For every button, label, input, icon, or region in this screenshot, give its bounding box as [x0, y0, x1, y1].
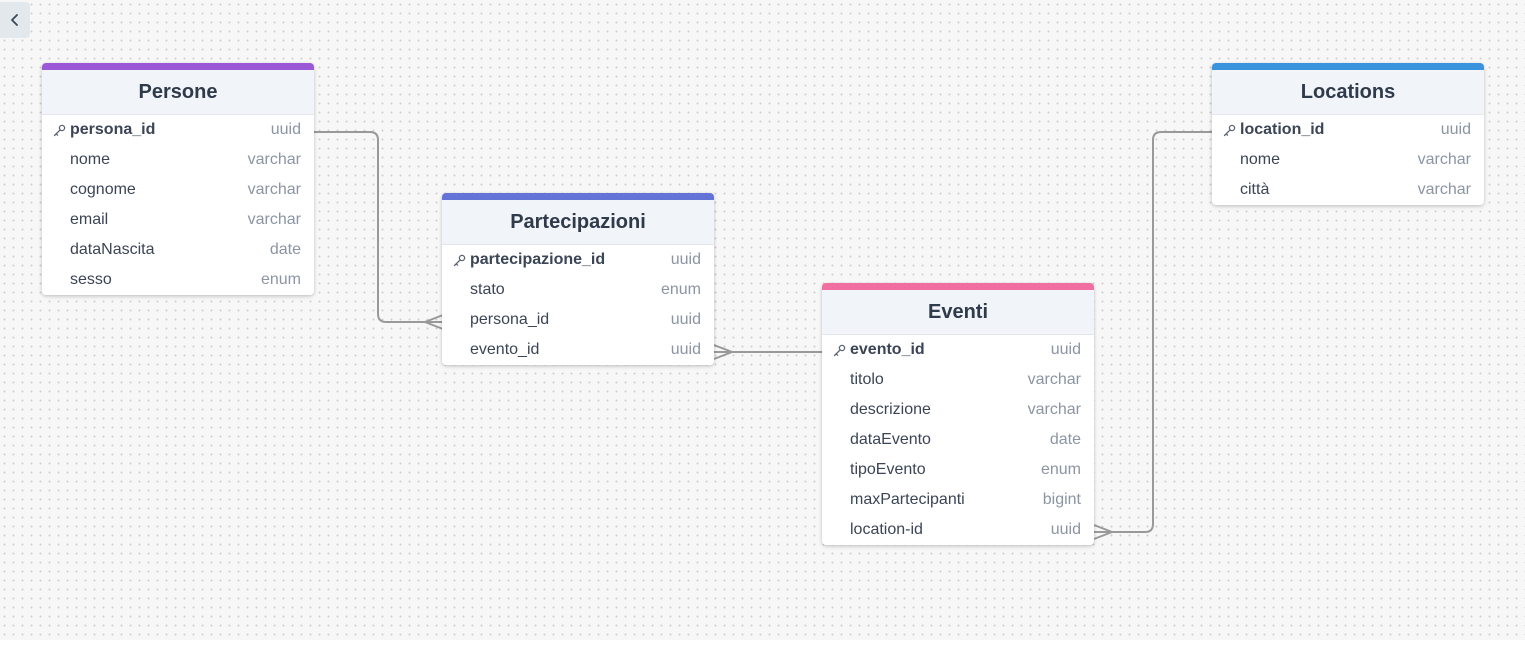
column-row[interactable]: nome varchar	[42, 145, 314, 175]
column-name: evento_id	[850, 341, 925, 358]
column-name: evento_id	[470, 341, 540, 358]
column-name: stato	[470, 281, 505, 298]
column-name: cognome	[70, 181, 136, 198]
column-type: enum	[660, 281, 701, 298]
relationship-persone-partecipazioni[interactable]	[314, 131, 443, 323]
column-row[interactable]: dataEvento date	[822, 425, 1094, 455]
column-name: maxPartecipanti	[850, 491, 965, 508]
column-row[interactable]: partecipazione_id uuid	[442, 245, 714, 275]
column-row[interactable]: cognome varchar	[42, 175, 314, 205]
column-name: location-id	[850, 521, 923, 538]
table-header[interactable]: Partecipazioni	[442, 193, 714, 245]
column-row[interactable]: descrizione varchar	[822, 395, 1094, 425]
column-type: enum	[1040, 461, 1081, 478]
column-row[interactable]: nome varchar	[1212, 145, 1484, 175]
column-type: bigint	[1042, 491, 1081, 508]
column-type: uuid	[670, 341, 701, 358]
column-type: varchar	[1417, 151, 1471, 168]
column-type: enum	[260, 271, 301, 288]
crowfoot-marker	[422, 314, 444, 330]
column-type: date	[269, 241, 301, 258]
table-header[interactable]: Persone	[42, 63, 314, 115]
column-row[interactable]: location-id uuid	[822, 515, 1094, 545]
column-type: varchar	[1027, 401, 1081, 418]
relationship-locations-eventi[interactable]	[1094, 131, 1213, 533]
column-name: dataEvento	[850, 431, 931, 448]
column-name: email	[70, 211, 109, 228]
column-type: uuid	[1440, 121, 1471, 138]
column-name: location_id	[1240, 121, 1325, 138]
column-type: date	[1049, 431, 1081, 448]
column-type: uuid	[270, 121, 301, 138]
column-name: nome	[1240, 151, 1281, 168]
column-name: persona_id	[470, 311, 550, 328]
collapse-sidebar-button[interactable]	[0, 2, 30, 38]
column-row[interactable]: evento_id uuid	[442, 335, 714, 365]
column-row[interactable]: dataNascita date	[42, 235, 314, 265]
column-row[interactable]: persona_id uuid	[42, 115, 314, 145]
column-name: tipoEvento	[850, 461, 926, 478]
column-row[interactable]: evento_id uuid	[822, 335, 1094, 365]
table-title: Partecipazioni	[510, 210, 646, 233]
column-type: varchar	[1027, 371, 1081, 388]
column-type: uuid	[1050, 521, 1081, 538]
column-type: varchar	[247, 211, 301, 228]
column-name: sesso	[70, 271, 112, 288]
column-name: titolo	[850, 371, 884, 388]
column-row[interactable]: email varchar	[42, 205, 314, 235]
column-type: uuid	[670, 251, 701, 268]
column-type: uuid	[670, 311, 701, 328]
column-name: partecipazione_id	[470, 251, 606, 268]
column-name: nome	[70, 151, 111, 168]
column-name: città	[1240, 181, 1270, 198]
column-row[interactable]: città varchar	[1212, 175, 1484, 205]
canvas-bottom-strip	[0, 640, 1525, 648]
key-icon	[833, 344, 846, 357]
table-header[interactable]: Locations	[1212, 63, 1484, 115]
column-row[interactable]: location_id uuid	[1212, 115, 1484, 145]
key-icon	[1223, 124, 1236, 137]
chevron-left-icon	[11, 14, 18, 26]
table-title: Persone	[138, 80, 218, 103]
key-icon	[53, 124, 66, 137]
column-row[interactable]: persona_id uuid	[442, 305, 714, 335]
column-row[interactable]: maxPartecipanti bigint	[822, 485, 1094, 515]
column-name: descrizione	[850, 401, 931, 418]
crowfoot-marker	[1093, 524, 1115, 540]
key-icon	[453, 254, 466, 267]
column-row[interactable]: titolo varchar	[822, 365, 1094, 395]
table-header[interactable]: Eventi	[822, 283, 1094, 335]
column-type: uuid	[1050, 341, 1081, 358]
column-row[interactable]: sesso enum	[42, 265, 314, 295]
table-title: Locations	[1300, 80, 1396, 103]
column-type: varchar	[1417, 181, 1471, 198]
crowfoot-marker	[713, 344, 735, 360]
column-type: varchar	[247, 151, 301, 168]
column-row[interactable]: stato enum	[442, 275, 714, 305]
column-name: persona_id	[70, 121, 156, 138]
column-name: dataNascita	[70, 241, 155, 258]
column-row[interactable]: tipoEvento enum	[822, 455, 1094, 485]
table-title: Eventi	[927, 300, 989, 323]
column-type: varchar	[247, 181, 301, 198]
